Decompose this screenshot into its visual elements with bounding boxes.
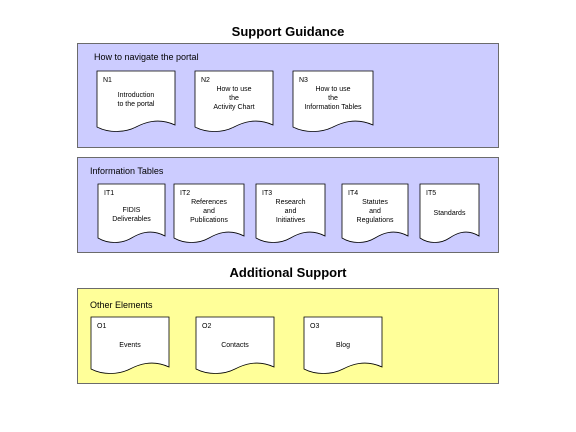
support-guidance-heading: Support Guidance [231, 24, 345, 39]
additional-support-heading: Additional Support [229, 265, 347, 280]
navigate-portal-label: How to navigate the portal [94, 52, 199, 62]
other-elements-label: Other Elements [90, 300, 153, 310]
information-tables-label: Information Tables [90, 166, 164, 176]
navigate-portal-panel: How to navigate the portal [77, 43, 499, 148]
information-tables-panel: Information Tables [77, 157, 499, 253]
other-elements-panel: Other Elements [77, 288, 499, 384]
